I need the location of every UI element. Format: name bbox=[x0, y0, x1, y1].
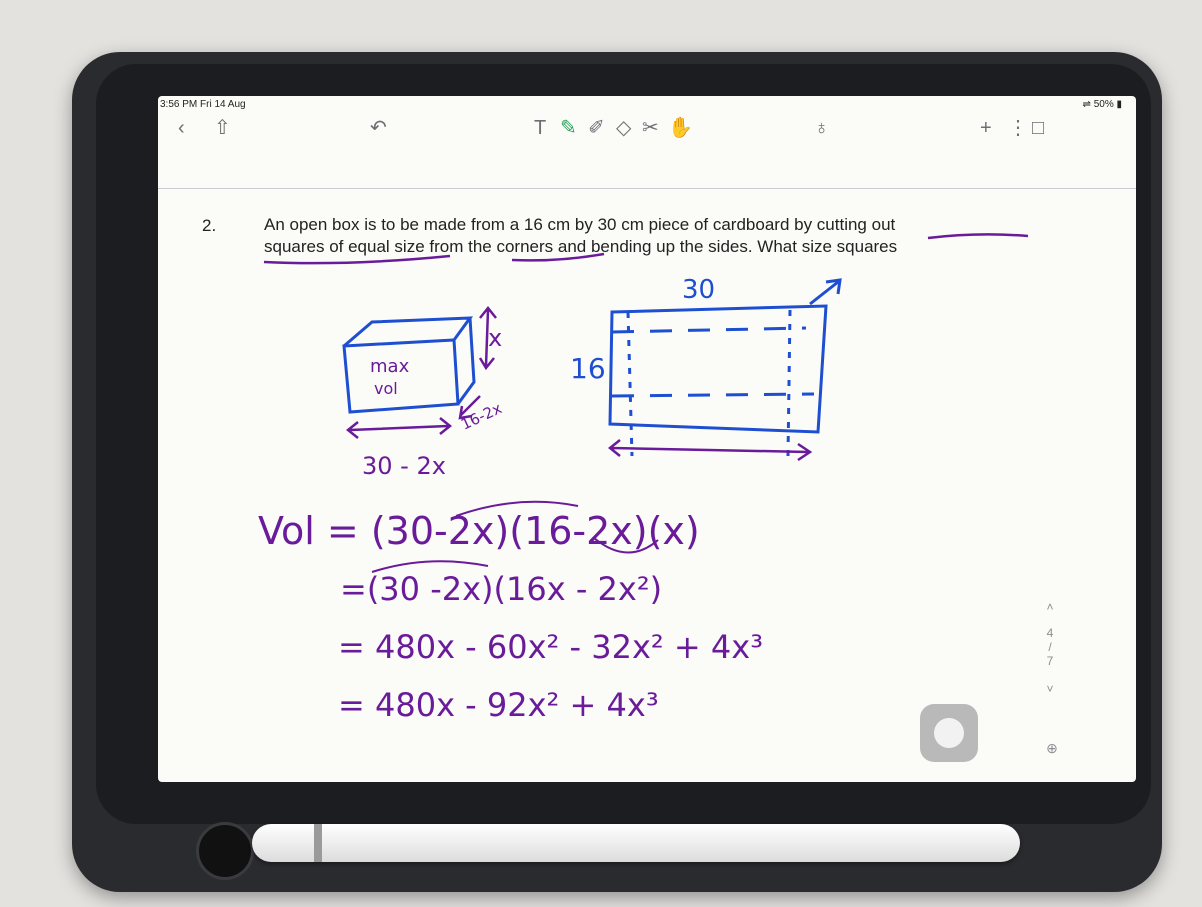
highlighter-tool-icon[interactable]: ✐ bbox=[588, 117, 605, 139]
pencil-loop bbox=[196, 822, 254, 880]
assistive-touch-dot bbox=[934, 718, 964, 748]
distribute-arc-2 bbox=[593, 537, 659, 554]
underline-corners bbox=[511, 252, 605, 262]
cardboard-arrow bbox=[607, 439, 813, 462]
pencil-band bbox=[314, 824, 322, 862]
apple-pencil bbox=[252, 824, 1020, 862]
box-sketch bbox=[342, 316, 476, 414]
underline-squares bbox=[263, 254, 451, 265]
question-text: An open box is to be made from a 16 cm b… bbox=[264, 214, 1024, 258]
equation-line-4: = 480x - 92x² + 4x³ bbox=[338, 686, 659, 724]
question-number: 2. bbox=[202, 216, 217, 235]
share-icon[interactable]: ⇧ bbox=[214, 117, 231, 139]
question-line-2: squares of equal size from the corners a… bbox=[264, 237, 898, 256]
text-tool-icon[interactable]: T bbox=[534, 117, 547, 139]
underline-cutting-out bbox=[927, 233, 1029, 240]
sheet-width-label: 30 bbox=[682, 275, 715, 305]
more-icon[interactable]: ⋮ bbox=[1008, 117, 1028, 139]
toolbar: ‹ ⇧ ↶ T ✎ ✐ ◇ ✂ ✋ ♁ + ⋮ □ bbox=[158, 112, 1136, 152]
zoom-icon[interactable]: ⊕ bbox=[1046, 740, 1058, 756]
eraser-tool-icon[interactable]: ◇ bbox=[616, 117, 632, 139]
add-icon[interactable]: + bbox=[980, 117, 992, 139]
ipad-screen: 3:56 PM Fri 14 Aug ⇌ 50% ▮ ‹ ⇧ ↶ T ✎ ✐ ◇… bbox=[158, 96, 1136, 782]
microphone-icon[interactable]: ♁ bbox=[814, 117, 829, 139]
page-navigator: ˄ 4 / 7 ˅ bbox=[1038, 600, 1062, 716]
status-bar: 3:56 PM Fri 14 Aug ⇌ 50% ▮ bbox=[158, 96, 1136, 112]
cardboard-sketch bbox=[608, 278, 842, 457]
distribute-arc-3 bbox=[371, 560, 489, 573]
page-down-icon[interactable]: ˅ bbox=[1046, 682, 1054, 696]
assistive-touch-button[interactable] bbox=[920, 704, 978, 762]
pen-tool-icon[interactable]: ✎ bbox=[560, 117, 577, 139]
distribute-arc-1 bbox=[455, 500, 579, 517]
page-slash: / bbox=[1048, 640, 1052, 654]
equation-line-2: =(30 -2x)(16x - 2x²) bbox=[340, 570, 662, 608]
back-button[interactable]: ‹ bbox=[178, 117, 185, 139]
question-line-1: An open box is to be made from a 16 cm b… bbox=[264, 215, 896, 234]
pages-icon[interactable]: □ bbox=[1032, 117, 1045, 139]
box-label-max: max bbox=[370, 356, 410, 377]
box-depth-label: 16-2x bbox=[458, 399, 505, 434]
page-current: 4 bbox=[1046, 626, 1054, 640]
box-width-label: 30 - 2x bbox=[362, 452, 446, 480]
box-label-vol: vol bbox=[374, 379, 398, 398]
page-up-icon[interactable]: ˄ bbox=[1046, 600, 1054, 614]
undo-icon[interactable]: ↶ bbox=[370, 117, 387, 139]
page-total: 7 bbox=[1046, 654, 1054, 668]
handwriting-canvas: x max vol 16-2x 30 - 2x 30 16 Vol = (30-… bbox=[258, 233, 1029, 724]
sheet-height-label: 16 bbox=[570, 352, 606, 385]
hand-tool-icon[interactable]: ✋ bbox=[668, 117, 693, 139]
lasso-scissors-icon[interactable]: ✂ bbox=[642, 117, 659, 139]
equation-line-1: Vol = (30-2x)(16-2x)(x) bbox=[258, 509, 700, 553]
battery-indicator: ⇌ 50% ▮ bbox=[1082, 99, 1122, 110]
box-height-label: x bbox=[488, 324, 502, 352]
status-time: 3:56 PM Fri 14 Aug bbox=[160, 99, 246, 110]
box-arrows bbox=[345, 305, 497, 439]
equation-line-3: = 480x - 60x² - 32x² + 4x³ bbox=[338, 628, 763, 666]
toolbar-divider bbox=[158, 188, 1136, 189]
